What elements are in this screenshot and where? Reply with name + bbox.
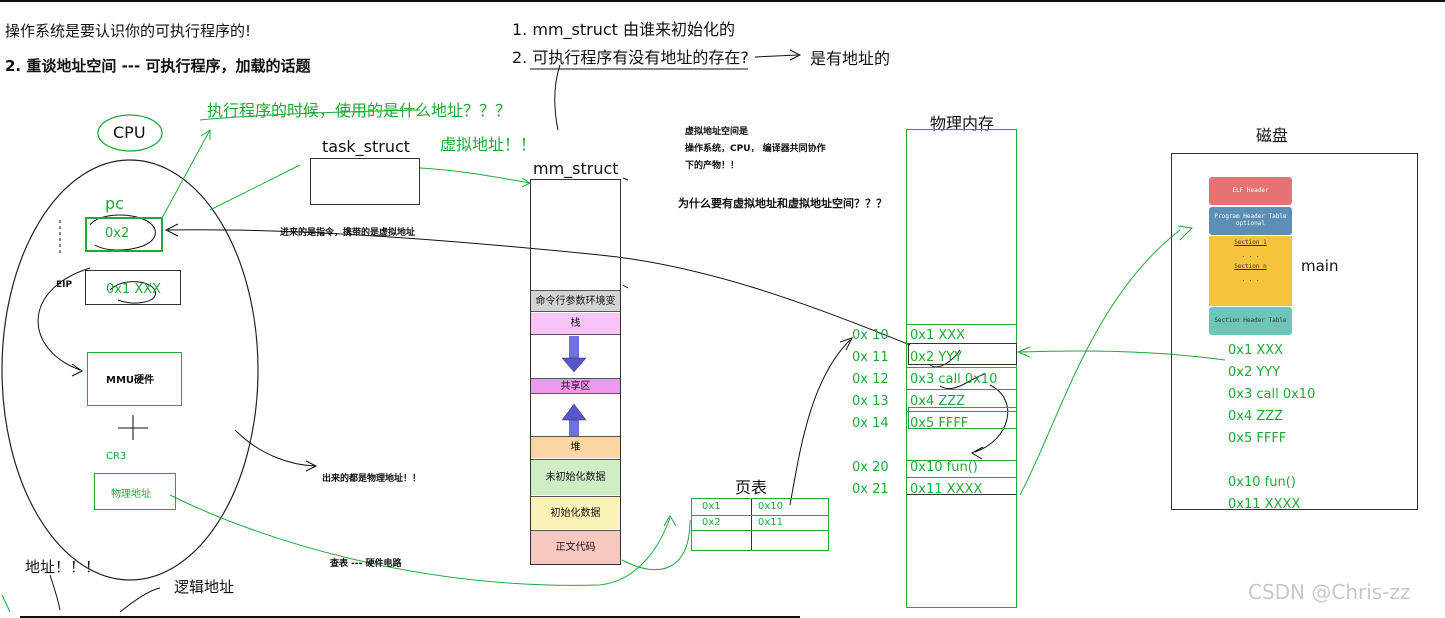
disk-label: 磁盘: [1256, 126, 1289, 145]
program-header-line-2: optional: [1236, 220, 1265, 227]
eip-label: EIP: [56, 280, 73, 290]
watermark: CSDN @Chris-zz: [1248, 580, 1411, 604]
why-virtual-note: 为什么要有虚拟地址和虚拟地址空间？？？: [678, 197, 887, 210]
pc-value: 0x2: [105, 226, 130, 241]
disk-code-4: 0x4 ZZZ: [1228, 409, 1284, 424]
page-table: 0x1 0x10 0x2 0x11: [691, 498, 829, 551]
disk-box: [1171, 153, 1418, 510]
page-row-1-virt: 0x1: [702, 501, 721, 512]
segment-text: 正文代码: [531, 530, 620, 564]
disk-code-5: 0x5 FFFF: [1228, 431, 1287, 446]
mem-content-7: 0x11 XXXX: [910, 482, 983, 497]
cpu-ellipse: [1, 159, 259, 581]
segment-heap: 堆: [531, 436, 620, 458]
section-1: Section 1: [1234, 239, 1267, 246]
physical-address-label: 物理地址: [111, 489, 151, 500]
disk-code-6: 0x10 fun(): [1228, 475, 1296, 490]
question-2-answer: 是有地址的: [810, 49, 891, 68]
mmu-box: MMU硬件: [87, 352, 182, 406]
mm-struct-box: 命令行参数环境变量 栈 共享区 堆 未初始化数据 初始化数据 正文代码: [530, 179, 621, 565]
va-space-note-1: 虚拟地址空间是: [685, 127, 749, 137]
main-label: main: [1301, 257, 1339, 275]
section-header-table: Section Header Table: [1209, 307, 1292, 335]
mem-content-2: 0x2 YYY: [910, 350, 963, 365]
segment-cmdline: 命令行参数环境变量: [531, 290, 620, 312]
mem-addr-3: 0x 12: [852, 372, 889, 387]
segment-stack: 栈: [531, 313, 620, 335]
mm-struct-label: mm_struct: [533, 159, 619, 178]
page-row-2-phys: 0x11: [758, 517, 784, 528]
mem-addr-4: 0x 13: [852, 394, 889, 409]
page-table-label: 页表: [735, 478, 768, 497]
cr3-label: CR3: [106, 451, 127, 462]
what-address-note: 执行程序的时候，使用的是什么地址？？？: [207, 101, 512, 120]
physical-memory-label: 物理内存: [930, 114, 995, 133]
program-header: Program Header Table optional: [1209, 207, 1292, 235]
segment-bss: 未初始化数据: [531, 459, 620, 495]
segment-data: 初始化数据: [531, 496, 620, 529]
cpu-label: CPU: [113, 123, 146, 142]
header-line-2: 2. 重谈地址空间 --- 可执行程序，加载的话题: [5, 57, 311, 75]
disk-code-3: 0x3 call 0x10: [1228, 387, 1316, 402]
va-space-note-2: 操作系统，CPU， 编译器共同协作: [685, 144, 826, 154]
memory-row-highlight: [908, 343, 1017, 365]
virtual-address-note: 虚拟地址！！: [440, 135, 537, 154]
disk-code-1: 0x1 XXX: [1228, 343, 1284, 358]
mmu-label: MMU硬件: [106, 375, 155, 386]
page-row-2-virt: 0x2: [702, 517, 721, 528]
section-n: Section n: [1234, 263, 1267, 270]
mem-content-5: 0x5 FFFF: [910, 416, 969, 431]
task-struct-box: [310, 158, 420, 205]
mem-addr-6: 0x 20: [852, 460, 889, 475]
mem-addr-5: 0x 14: [852, 416, 889, 431]
question-2: 2. 可执行程序有没有地址的存在?: [512, 48, 749, 67]
physical-address-box: 物理地址: [94, 473, 176, 510]
elf-header: ELF Header: [1209, 177, 1292, 205]
logical-address-note: 逻辑地址: [174, 578, 235, 596]
eip-register: 0x1 XXX: [85, 270, 181, 305]
program-header-line-1: Program Header Table: [1214, 213, 1287, 220]
mem-content-4: 0x4 ZZZ: [910, 394, 966, 409]
disk-code-7: 0x11 XXXX: [1228, 497, 1301, 512]
mem-content-6: 0x10 fun(): [910, 460, 978, 475]
physical-out-note: 出来的都是物理地址！！: [322, 474, 422, 484]
dots-1: . . .: [1241, 252, 1260, 259]
mem-content-1: 0x1 XXX: [910, 328, 966, 343]
segment-shared: 共享区: [531, 378, 620, 394]
sections-block: Section 1 . . . Section n . . .: [1209, 236, 1292, 306]
page-row-1-phys: 0x10: [758, 501, 784, 512]
mem-content-3: 0x3 call 0x10: [910, 372, 998, 387]
address-note: 地址！！！: [25, 558, 101, 576]
va-space-note-3: 下的产物！！: [685, 161, 740, 171]
pc-register: 0x2: [85, 217, 163, 252]
memory-row-box: [908, 407, 1017, 429]
pc-label: pc: [105, 194, 124, 213]
instruction-note: 进来的是指令，携带的是虚拟地址: [280, 228, 416, 238]
question-1: 1. mm_struct 由谁来初始化的: [512, 20, 736, 39]
task-struct-label: task_struct: [322, 137, 411, 156]
mem-addr-2: 0x 11: [852, 350, 889, 365]
eip-value: 0x1 XXX: [106, 282, 162, 297]
header-line-1: 操作系统是要认识你的可执行程序的!: [5, 22, 252, 40]
mem-addr-7: 0x 21: [852, 482, 889, 497]
dots-2: . . .: [1241, 276, 1260, 283]
disk-code-2: 0x2 YYY: [1228, 365, 1281, 380]
physical-memory-box: [906, 129, 1017, 608]
mem-addr-1: 0x 10: [852, 328, 889, 343]
lookup-note: 查表 --- 硬件电路: [330, 559, 402, 569]
